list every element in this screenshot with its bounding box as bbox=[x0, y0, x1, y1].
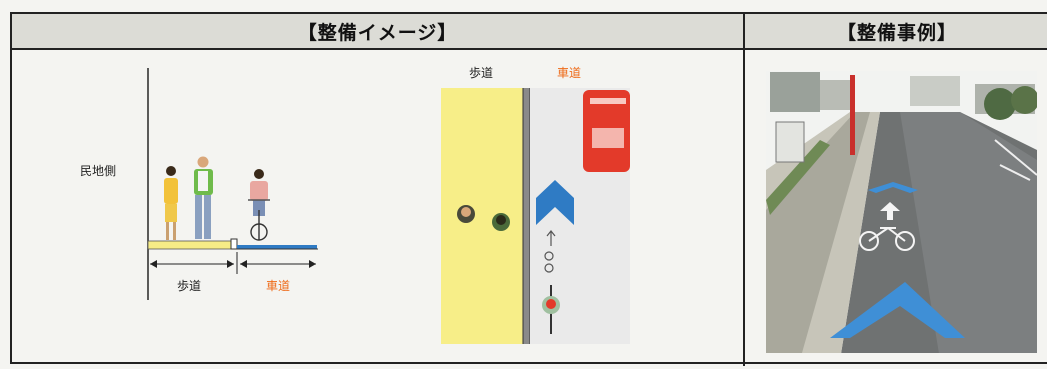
private-side-label: 民地側 bbox=[80, 164, 117, 178]
photo-bicycle-marking bbox=[859, 227, 915, 251]
plan-bicycle-marking bbox=[544, 230, 556, 273]
photo-lane-chevron-near bbox=[830, 282, 965, 338]
plan-curb-line bbox=[523, 88, 530, 344]
plan-lane-chevron bbox=[536, 180, 574, 225]
column-divider bbox=[743, 48, 745, 366]
roadway-width-label: 車道 bbox=[266, 279, 291, 293]
plan-bus-figure bbox=[583, 90, 630, 172]
sidewalk-width-label: 歩道 bbox=[177, 279, 202, 293]
photo-arrow-marking bbox=[880, 202, 900, 220]
plan-pedestrian-2 bbox=[492, 213, 510, 231]
plan-pedestrian-1 bbox=[457, 205, 475, 223]
plan-sidewalk-area bbox=[441, 88, 523, 344]
header-image-title: 【整備イメージ】 bbox=[12, 14, 743, 50]
cyclist-figure bbox=[248, 169, 270, 241]
curb bbox=[230, 238, 238, 250]
plan-cyclist bbox=[542, 285, 560, 334]
roadway-slab bbox=[237, 245, 317, 249]
plan-roadway-label: 車道 bbox=[557, 66, 582, 80]
figure-frame: 【整備イメージ】 【整備事例】 bbox=[10, 12, 1047, 366]
header-example-title: 【整備事例】 bbox=[743, 14, 1047, 50]
photo-lane-chevron-far bbox=[868, 182, 918, 193]
pedestrian-man-figure bbox=[194, 156, 213, 239]
pedestrian-woman-figure bbox=[164, 166, 178, 240]
plan-sidewalk-label: 歩道 bbox=[469, 66, 494, 80]
